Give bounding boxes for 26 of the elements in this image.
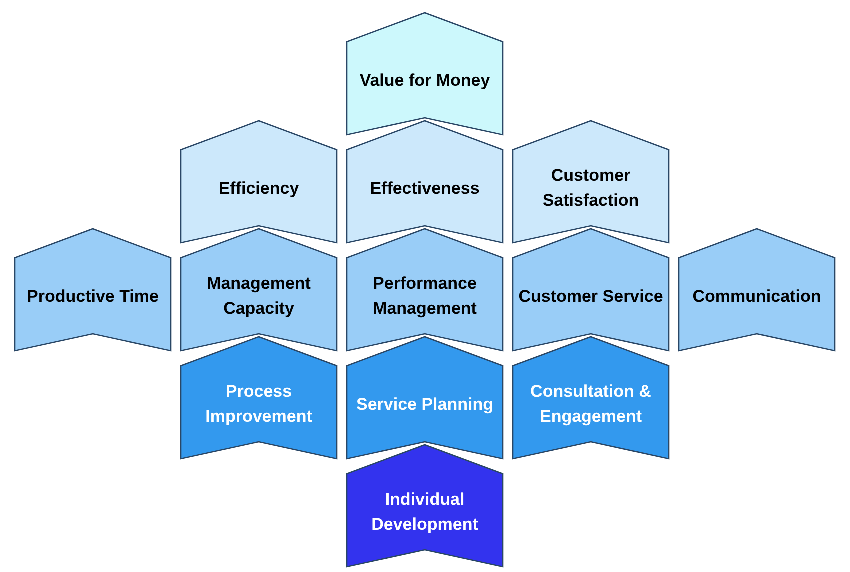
tile-label: Consultation & Engagement: [530, 381, 652, 428]
tile-label: Process Improvement: [204, 381, 314, 428]
tile-label: Performance Management: [372, 273, 478, 320]
tile-label: Value for Money: [360, 70, 490, 92]
chevron-tile: [512, 336, 670, 460]
tile-label: Effectiveness: [370, 178, 480, 200]
chevron-tile: [512, 120, 670, 244]
chevron-tile: [346, 120, 504, 244]
tile-label: Customer Satisfaction: [542, 165, 640, 212]
chevron-tile: [14, 228, 172, 352]
tile-label: Customer Service: [518, 286, 664, 308]
chevron-tile: [678, 228, 836, 352]
tile-label: Individual Development: [370, 489, 480, 536]
chevron-tile: [180, 120, 338, 244]
chevron-tile: [346, 444, 504, 568]
tile-label: Productive Time: [27, 286, 159, 308]
chevron-tile: [346, 12, 504, 136]
chevron-tile: [512, 228, 670, 352]
chevron-tile: [346, 228, 504, 352]
tile-label: Management Capacity: [206, 273, 312, 320]
tile-label: Efficiency: [218, 178, 300, 200]
tile-label: Service Planning: [356, 394, 494, 416]
chevron-tile: [180, 336, 338, 460]
chevron-tile: [180, 228, 338, 352]
tile-label: Communication: [692, 286, 822, 308]
chevron-tile: [346, 336, 504, 460]
